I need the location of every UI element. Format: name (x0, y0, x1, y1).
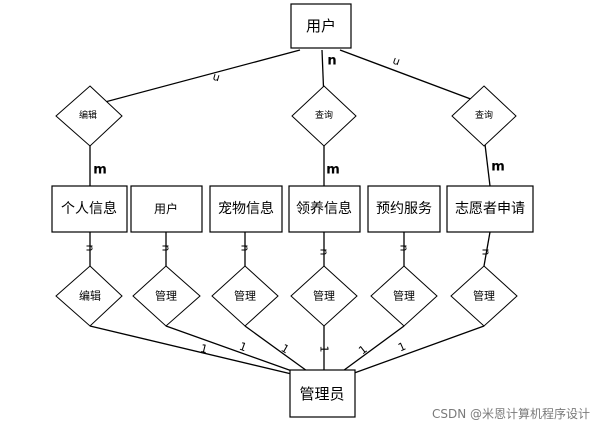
entity-volunteer-application: 志愿者申请 (446, 185, 534, 233)
relation-bottom-manage-4: 管理 (370, 265, 438, 327)
entity-adoption-info: 领养信息 (288, 185, 361, 233)
relation-bottom-manage-5-label: 管理 (473, 289, 495, 303)
entity-pet-info: 宠物信息 (209, 185, 283, 233)
relation-bottom-manage-3-label: 管理 (313, 289, 335, 303)
cardinality-n-5: n (160, 245, 173, 252)
line-manage4-admin (335, 325, 405, 377)
cardinality-n-6: n (239, 245, 252, 252)
entity-reservation-service-label: 预约服务 (376, 201, 432, 217)
line-manage2-admin (244, 325, 315, 377)
watermark: CSDN @米恩计算机程序设计 (431, 407, 590, 421)
cardinality-n-7: n (318, 249, 331, 256)
cardinality-1-4: 1 (318, 346, 331, 353)
entity-admin: 管理员 (289, 369, 356, 418)
cardinality-n-9: n (480, 249, 493, 256)
relation-bottom-manage-1: 管理 (132, 265, 201, 327)
cardinality-n-8: n (398, 245, 411, 252)
entity-user-label: 用户 (154, 201, 178, 216)
relation-top-query-1: 查询 (291, 85, 357, 147)
relation-bottom-edit-label: 编辑 (79, 289, 101, 303)
relation-bottom-manage-5: 管理 (450, 265, 518, 327)
entity-user-top-label: 用户 (306, 17, 336, 35)
relation-bottom-manage-2: 管理 (211, 265, 279, 327)
entity-admin-label: 管理员 (299, 385, 344, 403)
line-edit-admin (89, 325, 301, 377)
cardinality-1-5: 1 (356, 343, 370, 358)
cardinality-1-2: 1 (237, 340, 248, 355)
cardinality-m-2: m (326, 163, 340, 178)
cardinality-1-1: 1 (199, 342, 209, 356)
cardinality-labels: n n n m m m n n n n n n 1 1 1 1 1 1 (84, 54, 505, 358)
cardinality-n-1: n (211, 71, 221, 85)
cardinality-1-3: 1 (279, 342, 292, 357)
cardinality-n-2: n (327, 54, 336, 69)
relation-top-query-2-label: 查询 (475, 109, 493, 121)
entity-pet-info-label: 宠物信息 (218, 200, 274, 217)
relation-bottom-manage-3: 管理 (290, 265, 358, 327)
cardinality-m-1: m (93, 163, 107, 178)
relation-top-edit: 编辑 (55, 85, 123, 147)
relation-bottom-manage-2-label: 管理 (234, 289, 256, 303)
entity-adoption-info-label: 领养信息 (296, 200, 352, 217)
line-manage5-admin (345, 325, 485, 377)
entity-personal-info: 个人信息 (51, 185, 128, 233)
entity-user: 用户 (130, 185, 203, 233)
line-user-edit (89, 49, 301, 107)
relation-top-query-1-label: 查询 (315, 109, 333, 121)
entity-reservation-service: 预约服务 (367, 185, 441, 233)
cardinality-m-3: m (491, 160, 505, 175)
entity-user-top: 用户 (290, 3, 352, 49)
relation-top-query-2: 查询 (451, 85, 517, 147)
relation-bottom-manage-1-label: 管理 (155, 289, 177, 303)
relation-top-edit-label: 编辑 (79, 109, 97, 121)
line-manage1-admin (165, 325, 307, 377)
relation-bottom-manage-4-label: 管理 (393, 289, 415, 303)
entity-volunteer-application-label: 志愿者申请 (455, 201, 525, 217)
cardinality-n-3: n (390, 55, 401, 70)
cardinality-1-6: 1 (396, 340, 408, 355)
line-volunteer-manage (483, 231, 491, 267)
cardinality-n-4: n (84, 245, 97, 252)
entity-personal-info-label: 个人信息 (61, 200, 117, 217)
line-user-query-2 (339, 49, 485, 105)
relation-bottom-edit: 编辑 (55, 265, 123, 327)
